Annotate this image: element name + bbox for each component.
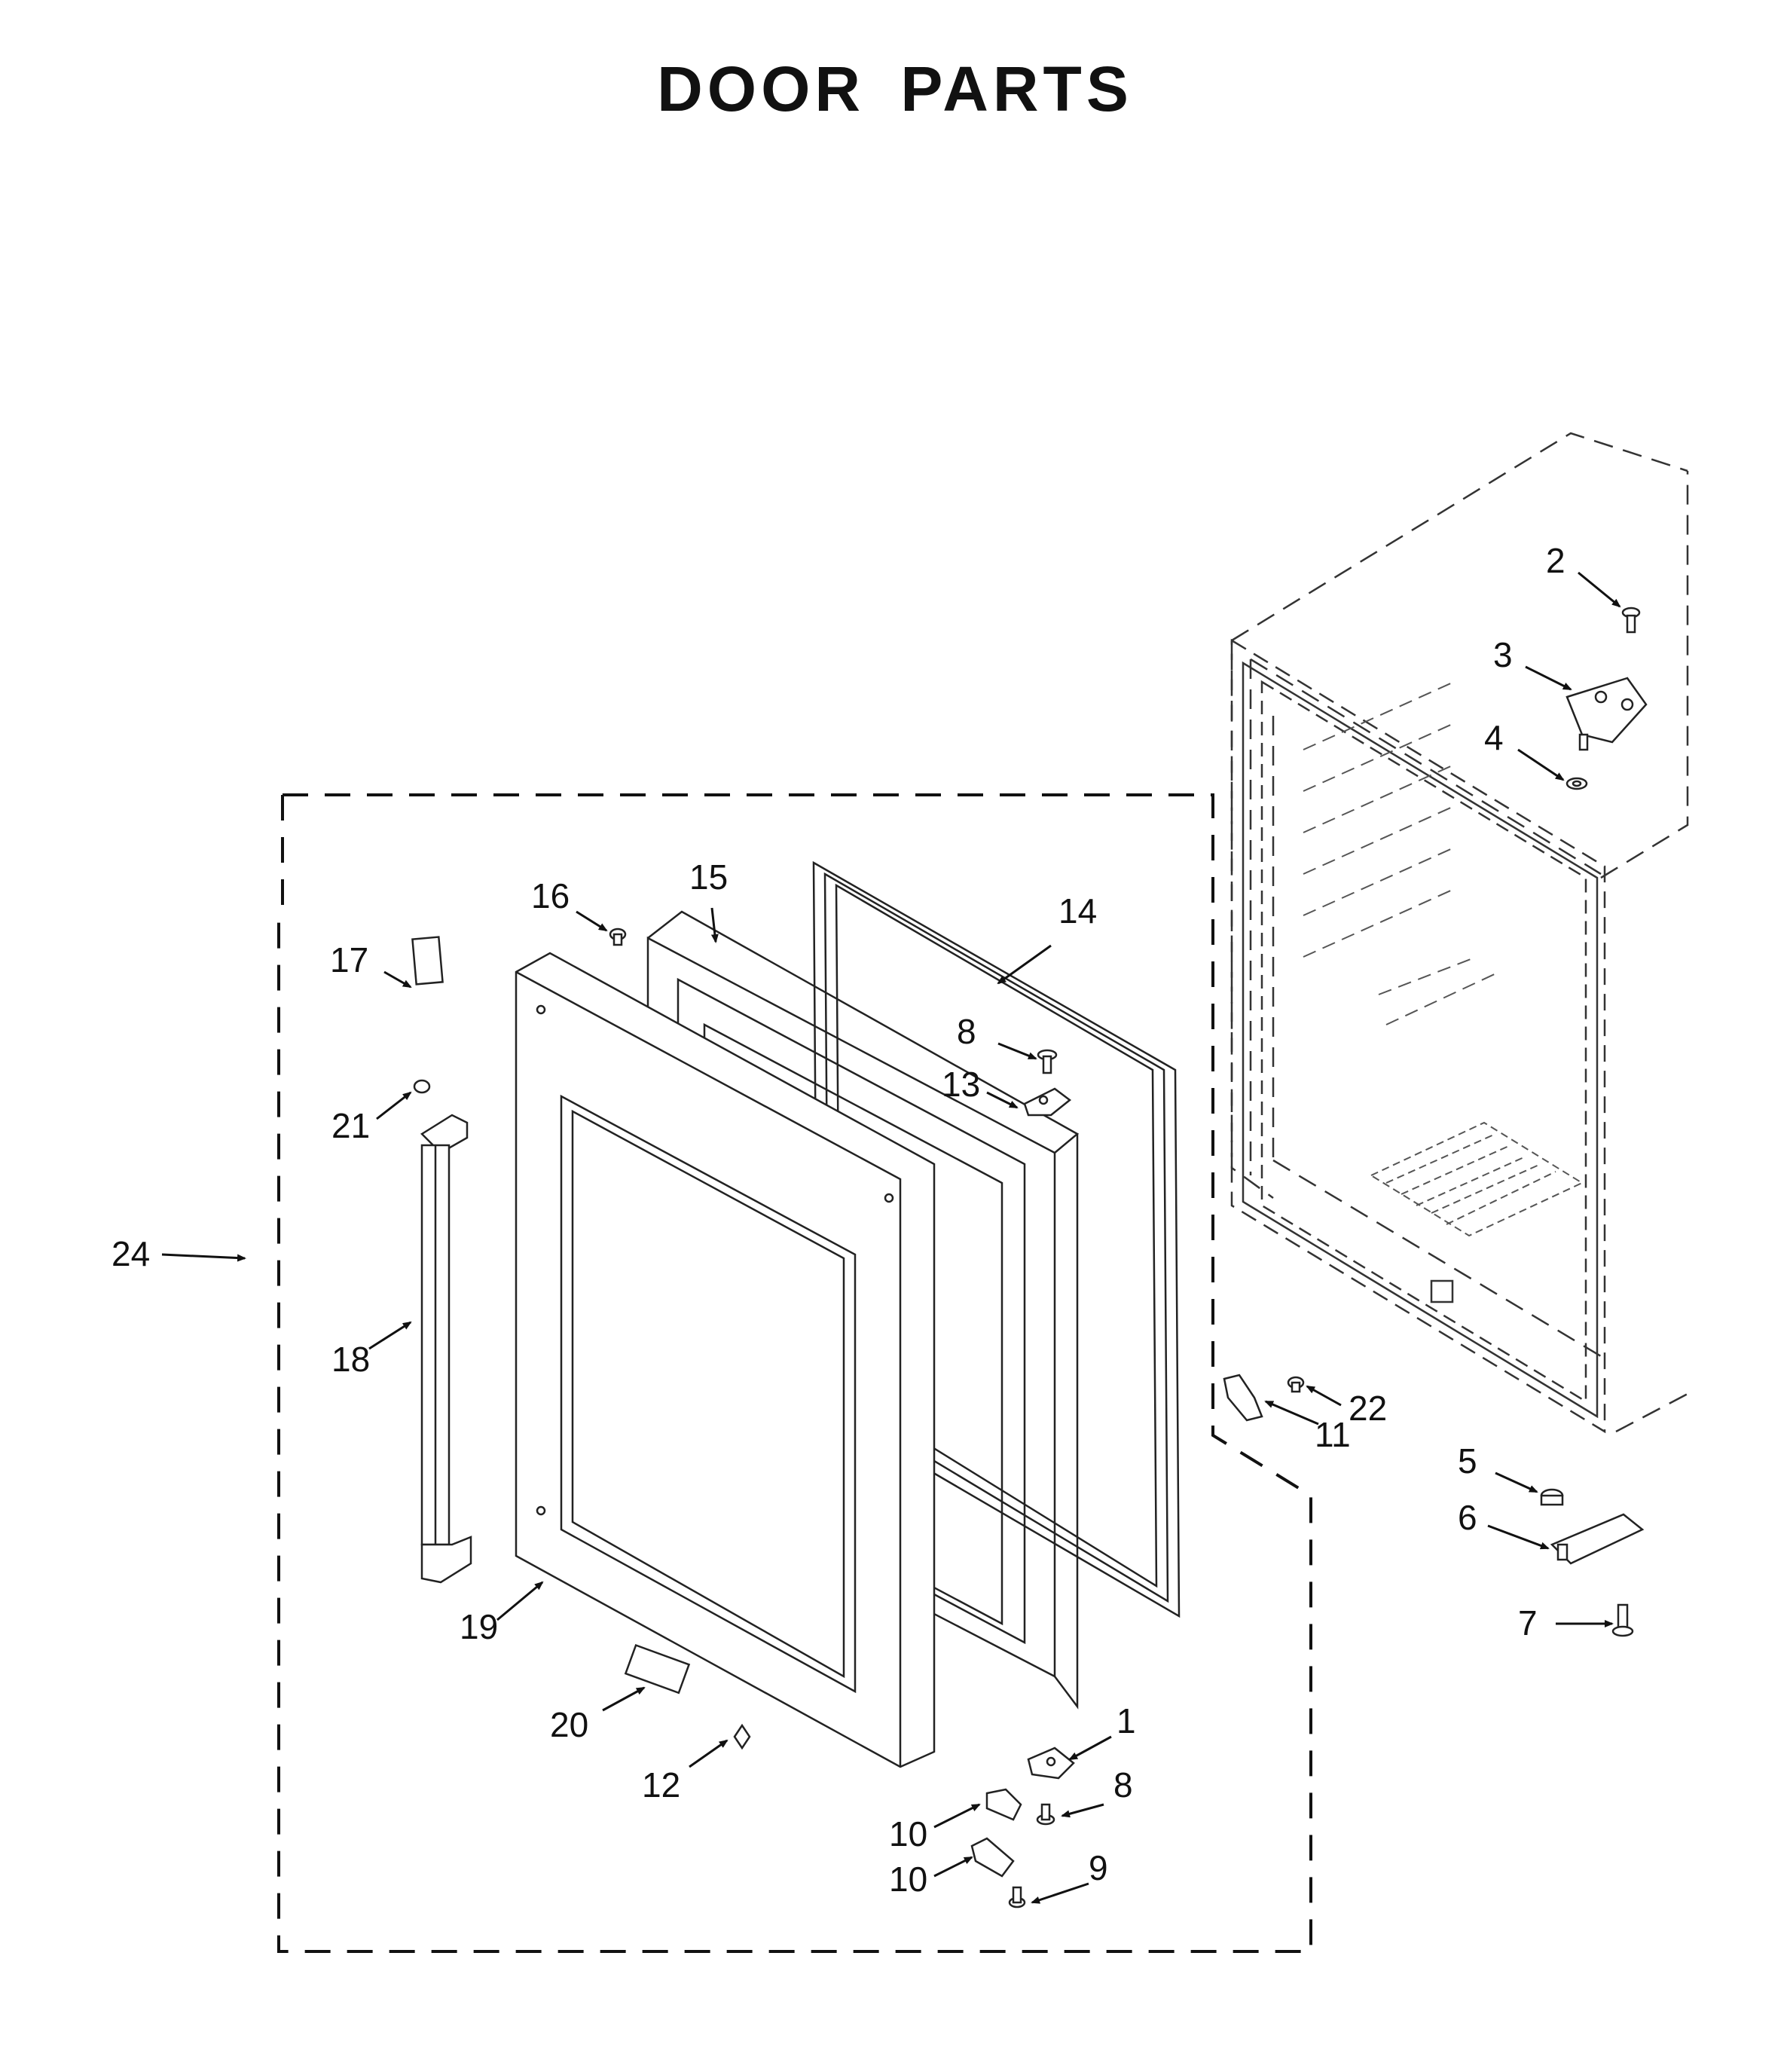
callout-8-bottom: 8 <box>1113 1765 1133 1805</box>
hinge-plate-part-14 <box>1023 1087 1072 1117</box>
top-hinge-part-3 <box>1565 677 1648 751</box>
cabinet-outline <box>1230 432 1689 1433</box>
diagram-title: DOOR PARTS <box>657 53 1133 124</box>
callout-9: 9 <box>1089 1848 1108 1887</box>
washer-part-4 <box>1565 777 1588 790</box>
callout-15: 14 <box>1058 891 1097 931</box>
cover-part-10 <box>970 1837 1015 1878</box>
handle-part-19 <box>420 1114 472 1584</box>
callout-23: 22 <box>1349 1389 1387 1428</box>
screw-part-22 <box>413 1079 431 1094</box>
cabinet-shelf-slots <box>1303 681 1500 1025</box>
callout-19: 18 <box>331 1340 370 1379</box>
callout-21: 20 <box>550 1705 588 1744</box>
screw-part-8-top <box>1037 1049 1058 1074</box>
screw-part-23 <box>1287 1376 1305 1393</box>
callout-24: 24 <box>111 1234 150 1273</box>
bracket-part-12 <box>1223 1374 1263 1422</box>
callout-17: 16 <box>531 876 570 915</box>
callout-6: 6 <box>1458 1498 1477 1537</box>
spacer-part-5 <box>1540 1488 1564 1506</box>
cabinet-latch <box>1430 1279 1454 1303</box>
callout-7: 7 <box>1518 1603 1538 1643</box>
cabinet-floor-grille <box>1369 1121 1584 1237</box>
screw-part-2 <box>1621 607 1641 634</box>
screw-part-9 <box>1008 1886 1026 1909</box>
callout-3: 3 <box>1493 635 1513 674</box>
label-part-21 <box>624 1643 691 1695</box>
hinge-plate-part-1 <box>1027 1747 1075 1780</box>
screw-part-17 <box>609 928 627 946</box>
callout-1: 1 <box>1116 1701 1136 1740</box>
callout-22: 21 <box>331 1106 370 1145</box>
callout-20: 19 <box>460 1607 498 1646</box>
callout-16: 15 <box>689 857 728 897</box>
outer-door-part-20 <box>515 952 936 1768</box>
screw-part-7 <box>1611 1603 1634 1637</box>
plate-part-18 <box>411 936 444 986</box>
callout-2: 2 <box>1546 541 1565 580</box>
plug-part-13 <box>733 1723 751 1750</box>
callout-10: 10 <box>889 1860 927 1899</box>
callout-5: 5 <box>1458 1441 1477 1481</box>
cabinet-side-panel <box>1230 638 1606 1434</box>
callout-12: 11 <box>1315 1415 1351 1454</box>
callout-18: 17 <box>330 940 368 979</box>
callout-4: 4 <box>1484 718 1504 757</box>
callout-13: 12 <box>642 1765 680 1805</box>
bottom-hinge-part-6 <box>1550 1513 1645 1565</box>
door-assembly-boundary <box>277 793 1312 1953</box>
bracket-part-11 <box>985 1788 1022 1821</box>
callout-14: 13 <box>942 1065 980 1104</box>
screw-part-8-bottom <box>1036 1803 1055 1826</box>
callout-11: 10 <box>889 1814 927 1853</box>
callout-8-top: 8 <box>957 1012 976 1051</box>
leader-arrows <box>161 571 1621 1904</box>
